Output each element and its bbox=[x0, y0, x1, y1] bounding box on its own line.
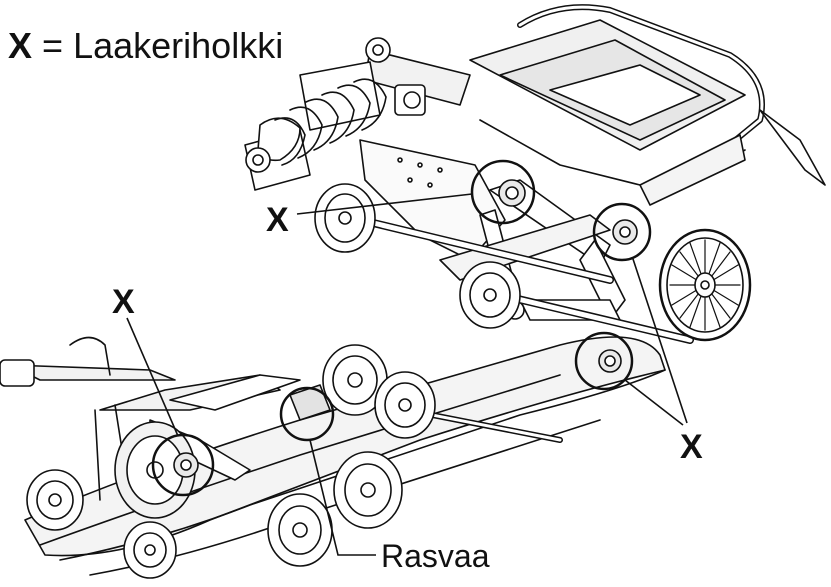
legend-symbol: X bbox=[8, 25, 33, 66]
leader-line-upper bbox=[296, 193, 473, 215]
idler-wheel-mid bbox=[459, 261, 521, 329]
suspension-assembly bbox=[0, 4, 826, 579]
highlight-circles bbox=[151, 159, 652, 497]
center-plate bbox=[359, 139, 506, 261]
rear-shock bbox=[244, 37, 471, 191]
legend-separator: = bbox=[42, 25, 64, 66]
leader-lines bbox=[126, 193, 688, 556]
idler-wheel-front-lower bbox=[123, 521, 177, 579]
idler-wheel-upper-left bbox=[314, 183, 376, 253]
callout-left: X bbox=[112, 283, 135, 321]
highlight-circle-right-lower bbox=[574, 331, 634, 391]
callout-upper: X bbox=[266, 201, 289, 239]
idler-wheel-rail-3 bbox=[333, 451, 403, 529]
rear-wheel bbox=[658, 228, 752, 342]
upper-frame bbox=[469, 4, 826, 206]
idler-wheel-front-small bbox=[26, 469, 84, 531]
highlight-circle-grease bbox=[279, 386, 335, 442]
callout-right: X bbox=[680, 428, 703, 466]
highlight-circle-right-upper bbox=[592, 202, 652, 262]
idler-wheel-rail-4 bbox=[267, 493, 333, 567]
highlight-circle-upper bbox=[470, 159, 536, 225]
legend-text: Laakeriholkki bbox=[73, 25, 284, 66]
bushings bbox=[173, 179, 638, 478]
leader-line-right-b bbox=[624, 379, 684, 426]
highlight-circle-left bbox=[151, 433, 215, 497]
leader-line-left bbox=[126, 317, 179, 437]
legend: X = Laakeriholkki bbox=[8, 28, 283, 64]
grease-label: Rasvaa bbox=[381, 538, 490, 574]
leader-line-right-a bbox=[632, 258, 688, 424]
leader-line-grease bbox=[309, 439, 376, 556]
idler-wheel-rail-2 bbox=[374, 371, 436, 439]
idler-wheels bbox=[26, 183, 521, 579]
